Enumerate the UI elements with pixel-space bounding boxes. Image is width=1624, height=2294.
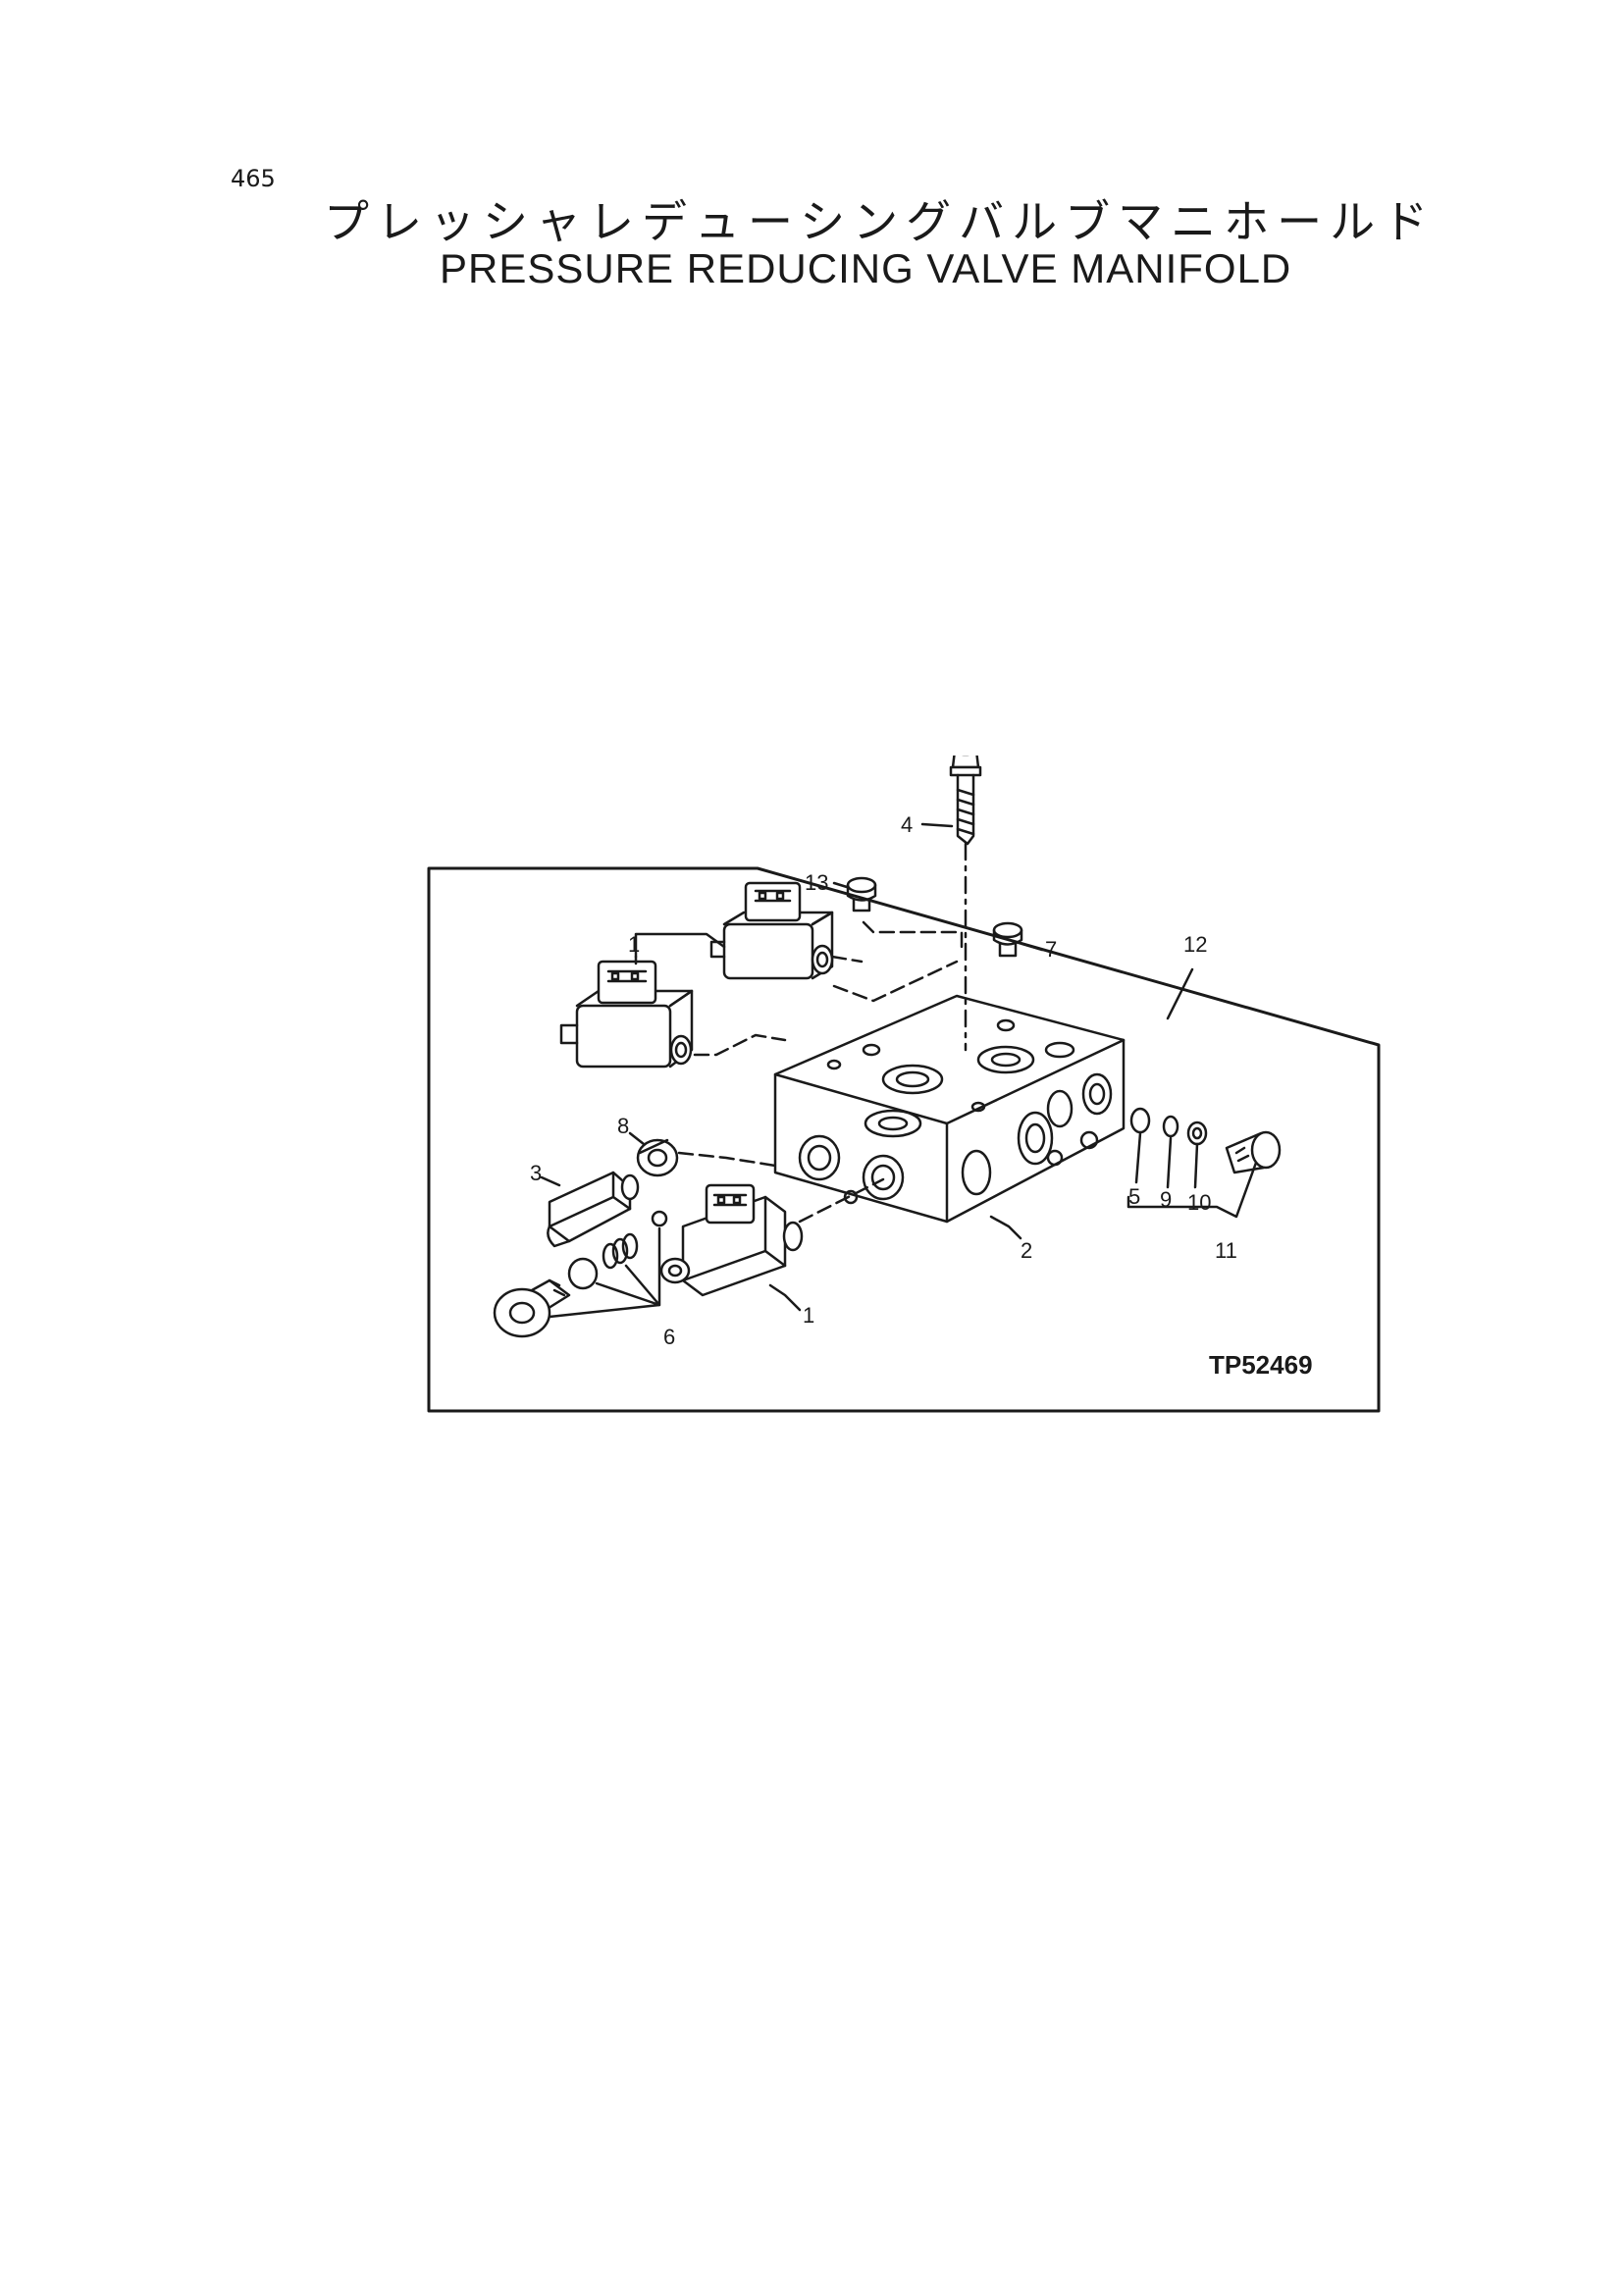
callout-7: 7	[1045, 937, 1057, 962]
callout-8: 8	[617, 1114, 629, 1138]
callout-5-leader	[1134, 1131, 1142, 1184]
spring-parts	[493, 1210, 668, 1338]
callout-9-leader	[1166, 1136, 1173, 1189]
solenoid-lower	[659, 1183, 804, 1297]
callout-1-upper: 1	[628, 932, 640, 957]
solenoid-left-leader	[693, 1033, 787, 1057]
callout-13-leader	[832, 881, 849, 889]
callout-11: 11	[1215, 1238, 1237, 1263]
callout-12: 12	[1183, 932, 1207, 957]
upper-solenoid-dashes	[832, 960, 959, 1003]
solenoid-lower-leader	[798, 1177, 885, 1224]
callout-7-leader	[1021, 942, 1044, 952]
diagram-frame	[427, 866, 1381, 1413]
plug-11-group	[1129, 1107, 1282, 1174]
callout-8-leader	[628, 1131, 646, 1146]
callout-5: 5	[1128, 1184, 1140, 1209]
plug-13	[846, 876, 877, 912]
plug-13-leader	[862, 920, 964, 954]
title-japanese: プレッシャレデューシングバルブマニホールド	[324, 195, 1437, 248]
exploded-parts-diagram: 4 13 12 1 7 8 3 5 9 10 2 11 1 6 TP52469	[427, 756, 1381, 1413]
callout-13: 13	[805, 870, 828, 895]
title-english: PRESSURE REDUCING VALVE MANIFOLD	[440, 245, 1292, 291]
solenoid-upper-leader	[830, 955, 864, 964]
solenoid-upper	[709, 881, 834, 980]
manifold-block	[773, 994, 1126, 1224]
page-number: 465	[231, 165, 276, 192]
washer-8-leader	[677, 1151, 777, 1168]
callout-11-bracket	[1126, 1161, 1258, 1219]
callout-4: 4	[901, 812, 913, 837]
callout-4-leader	[920, 822, 954, 828]
callout-10-leader	[1193, 1142, 1199, 1189]
washer-8	[636, 1138, 679, 1177]
valve-cartridge	[547, 1171, 640, 1248]
callout-12-leader	[1166, 967, 1194, 1020]
callout-6-leaders	[548, 1226, 661, 1319]
callout-2-leader	[989, 1215, 1022, 1240]
callout-2: 2	[1021, 1238, 1032, 1263]
plug-7	[992, 921, 1023, 958]
callout-1-lower-leader	[768, 1283, 802, 1312]
callout-10: 10	[1187, 1190, 1211, 1215]
callout-3-leader	[540, 1175, 561, 1187]
bolt	[949, 756, 982, 846]
solenoid-left	[559, 960, 694, 1069]
callout-1-lower: 1	[803, 1303, 814, 1328]
callout-6: 6	[663, 1325, 675, 1349]
callout-9: 9	[1160, 1187, 1172, 1212]
callout-3: 3	[530, 1161, 542, 1185]
figure-reference: TP52469	[1209, 1350, 1313, 1380]
callout-1-leader	[634, 932, 726, 959]
